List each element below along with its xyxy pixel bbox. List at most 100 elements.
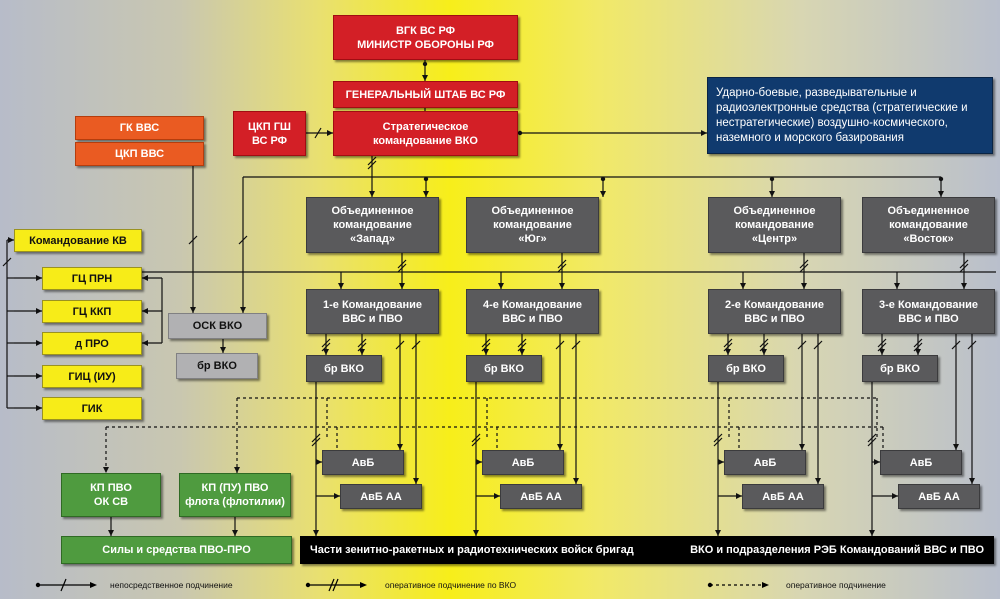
general-staff-box[interactable]: ГЕНЕРАЛЬНЫЙ ШТАБ ВС РФ [333,81,518,108]
connector-polygon-5 [327,130,333,136]
joint-command-vostok[interactable]: Объединенное командование «Восток» [862,197,995,253]
connector-polygon-57 [142,275,148,281]
brigade-vko-2[interactable]: бр ВКО [708,355,784,382]
joint-command-zapad[interactable]: Объединенное командование «Запад» [306,197,439,253]
tskp-vvs-box[interactable]: ЦКП ВВС [75,142,204,166]
d-pro-box[interactable]: д ПРО [42,332,142,355]
connector-line-133 [723,342,733,352]
tskp-gsh-box[interactable]: ЦКП ГШ ВС РФ [233,111,306,156]
strategic-command-line1: Стратегическое [382,120,469,133]
connector-polygon-52 [8,237,14,243]
connector-line-85 [959,263,969,273]
connector-polygon-145 [715,530,721,536]
avb-1-label: АвБ [351,456,375,469]
vvs1-line1: 1-е Командование [323,298,422,311]
kp-fleet-line1: КП (ПУ) ПВО [201,482,269,494]
connector-line-155 [877,342,887,352]
gts-prn-box[interactable]: ГЦ ПРН [42,267,142,290]
connector-line-140 [797,340,807,350]
connector-polygon-107 [334,493,340,499]
avb-1[interactable]: АвБ [322,450,404,475]
vvs-command-4[interactable]: 4-е Командование ВВС и ПВО [466,289,599,334]
connector-line-137 [759,342,769,352]
connector-polygon-9 [701,130,707,136]
brigade-vko-4-label: бр ВКО [484,362,524,375]
connector-polygon-13 [369,191,375,197]
gk-vvs-box[interactable]: ГК ВВС [75,116,204,140]
kv-command-box[interactable]: Командование КВ [14,229,142,252]
connector-polygon-2 [422,75,428,81]
vvs-command-1[interactable]: 1-е Командование ВВС и ПВО [306,289,439,334]
connector-polygon-65 [498,283,504,289]
avb-aa-4[interactable]: АвБ АА [500,484,582,509]
connector-polygon-135 [761,349,767,355]
bottom-bar-right-text: ВКО и подразделения РЭБ Командований ВВС… [690,544,984,556]
gits-iu-box[interactable]: ГИЦ (ИУ) [42,365,142,388]
avb-aa-1[interactable]: АвБ АА [340,484,422,509]
strategic-command-box[interactable]: Стратегическое командование ВКО [333,111,518,156]
connector-line-93 [357,342,367,352]
avb-3[interactable]: АвБ [880,450,962,475]
kp-pvo-ok-sv-box[interactable]: КП ПВО ОК СВ [61,473,161,517]
avb-aa-3-label: АвБ АА [918,490,960,503]
vvs2-line1: 2-е Командование [725,298,824,311]
connector-polygon-16 [423,191,429,197]
jc-zapad-line1: Объединенное [331,205,414,217]
pvo-pro-forces-label: Силы и средства ПВО-ПРО [102,544,251,556]
avb-4-label: АвБ [511,456,535,469]
brigade-vko-1[interactable]: бр ВКО [306,355,382,382]
gts-kkp-box[interactable]: ГЦ ККП [42,300,142,323]
brigade-vko-3[interactable]: бр ВКО [862,355,938,382]
connector-line-53 [2,257,12,267]
connector-line-165 [967,340,977,350]
avb-aa-2[interactable]: АвБ АА [742,484,824,509]
jc-vostok-line1: Объединенное [887,205,970,217]
vvs-command-3[interactable]: 3-е Командование ВВС и ПВО [862,289,995,334]
connector-line-81 [799,263,809,273]
kp-fleet-box[interactable]: КП (ПУ) ПВО флота (флотилии) [179,473,291,517]
connector-polygon-98 [413,478,419,484]
connector-line-147 [713,437,723,447]
connector-line-99 [411,340,421,350]
pvo-pro-forces-box[interactable]: Силы и средства ПВО-ПРО [61,536,292,564]
connector-polygon-31 [220,347,226,353]
avb-2[interactable]: АвБ [724,450,806,475]
vvs4-line2: ВВС и ПВО [502,312,563,325]
connector-polygon-71 [399,283,405,289]
connector-polygon-113 [519,349,525,355]
connector-circle-17 [423,176,429,182]
kp-fleet-line2: флота (флотилии) [185,496,285,508]
avb-4[interactable]: АвБ [482,450,564,475]
osk-br-vko-box[interactable]: бр ВКО [176,353,258,379]
vvs3-line1: 3-е Командование [879,298,978,311]
connector-polygon-157 [915,349,921,355]
avb-aa-3[interactable]: АвБ АА [898,484,980,509]
vvs-command-2[interactable]: 2-е Командование ВВС и ПВО [708,289,841,334]
connector-line-136 [759,338,769,348]
connector-line-102 [311,433,321,443]
d-pro-label: д ПРО [75,337,109,350]
legend-operational-label: оперативное подчинение [786,580,886,590]
joint-command-tsentr[interactable]: Объединенное командование «Центр» [708,197,841,253]
connector-line-96 [395,340,405,350]
connector-line-6 [314,127,322,139]
connector-polygon-95 [397,444,403,450]
strike-assets-text: Ударно-боевые, разведывательные и радиоэ… [716,86,968,144]
connector-line-72 [397,259,407,269]
osk-vko-label: ОСК ВКО [192,320,243,332]
connector-polygon-34 [190,307,196,313]
brigade-vko-1-label: бр ВКО [324,362,364,375]
vgk-minister-box[interactable]: ВГК ВС РФ МИНИСТР ОБОРОНЫ РФ [333,15,518,60]
connector-line-158 [913,338,923,348]
brigade-vko-2-label: бр ВКО [726,362,766,375]
brigade-vko-4[interactable]: бр ВКО [466,355,542,382]
connector-line-77 [557,263,567,273]
connector-polygon-19 [600,191,606,197]
gik-box[interactable]: ГИК [42,397,142,420]
connector-line-154 [877,338,887,348]
joint-command-yug[interactable]: Объединенное командование «Юг» [466,197,599,253]
connector-line-33 [188,235,198,245]
connector-polygon-142 [815,478,821,484]
osk-vko-box[interactable]: ОСК ВКО [168,313,267,339]
